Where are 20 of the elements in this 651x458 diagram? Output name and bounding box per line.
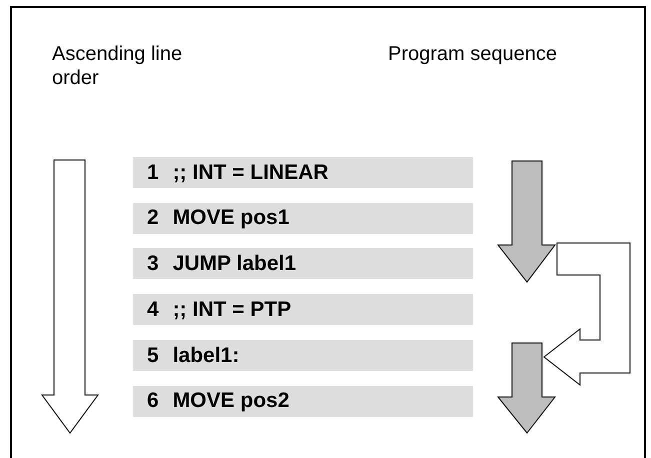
line-number: 5	[147, 342, 159, 369]
line-number: 1	[147, 160, 159, 186]
line-number: 4	[147, 296, 159, 323]
code-line-bar	[133, 202, 473, 234]
code-line-bar	[133, 157, 473, 188]
code-text: ;; INT = LINEAR	[172, 160, 328, 186]
code-line-bar	[133, 294, 473, 326]
code-text: ;; INT = PTP	[172, 296, 292, 323]
code-text: MOVE pos2	[172, 388, 290, 414]
code-text: label1:	[172, 342, 240, 369]
code-line-bar	[133, 386, 473, 416]
line-number: 3	[147, 251, 159, 278]
code-line-bar	[133, 340, 473, 371]
code-line-bar	[133, 248, 473, 280]
line-number: 6	[147, 388, 159, 414]
heading-text: Ascending line order	[52, 42, 184, 90]
heading-text: Program sequence	[388, 42, 558, 66]
line-number: 2	[147, 205, 159, 232]
code-text: MOVE pos1	[172, 205, 290, 232]
code-text: JUMP label1	[172, 251, 296, 278]
